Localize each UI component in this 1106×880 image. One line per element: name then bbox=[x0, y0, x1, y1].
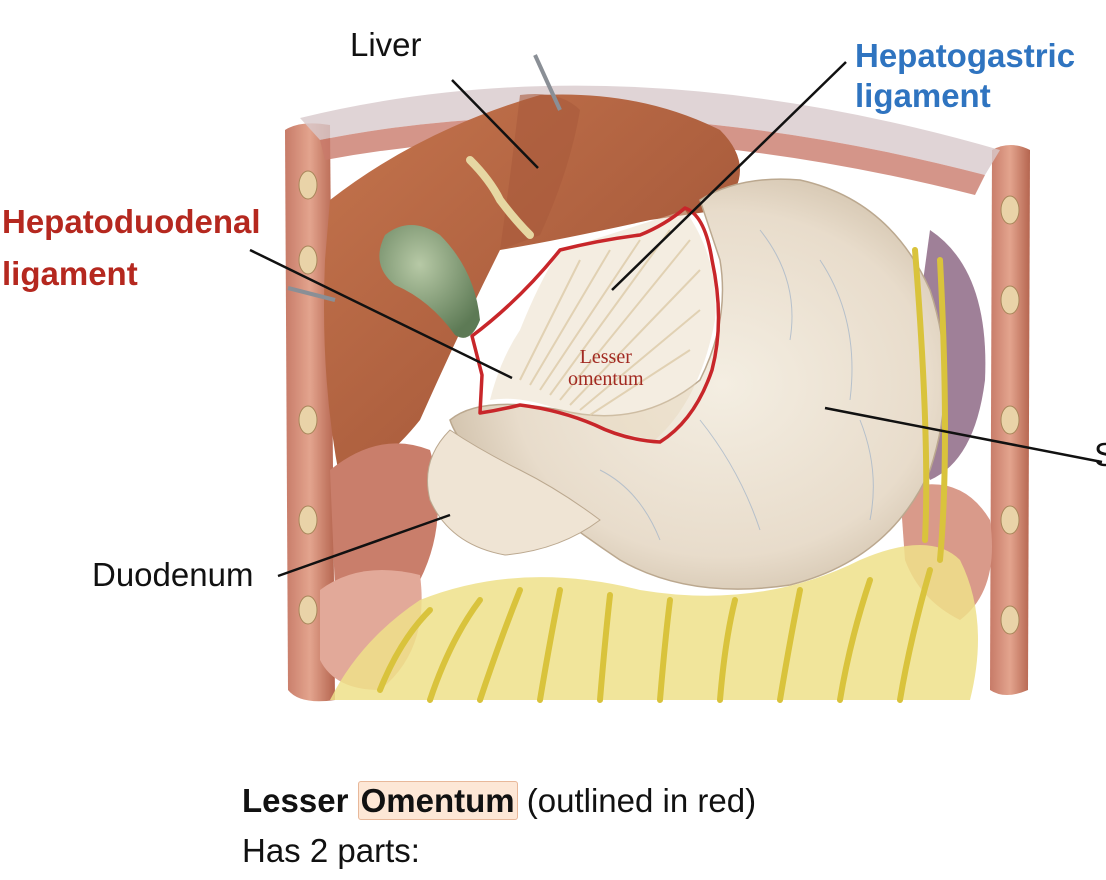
retractor-top bbox=[533, 54, 562, 111]
lesser-omentum-inner-label: Lesser omentum bbox=[568, 346, 644, 390]
omentum-fan bbox=[519, 229, 701, 416]
stomach bbox=[449, 178, 946, 590]
duodenum-label: Duodenum bbox=[92, 556, 254, 593]
retractor-left bbox=[287, 286, 336, 302]
liver-label: Liver bbox=[350, 26, 422, 63]
hepatoduodenal-label-line1: Hepatoduodenal bbox=[2, 203, 261, 240]
caption-line-2: Has 2 parts: bbox=[242, 832, 420, 869]
stomach-vessels bbox=[599, 229, 874, 541]
hepatogastric-label: Hepatogastric ligament bbox=[855, 36, 1075, 116]
lesser-omentum-outline bbox=[470, 206, 721, 444]
duodenum-organ bbox=[427, 429, 601, 556]
caption-line-1: Lesser Omentum (outlined in red) bbox=[242, 781, 757, 820]
hepatogastric-label-line1: Hepatogastric bbox=[855, 37, 1076, 74]
omentum-fill bbox=[490, 210, 716, 440]
caption-bold-omentum: Omentum bbox=[357, 781, 518, 820]
hepatoduodenal-label: Hepatoduodenal ligament bbox=[2, 196, 261, 300]
leader-lines bbox=[249, 61, 1103, 578]
liver bbox=[324, 94, 740, 480]
caption-bold-lesser: Lesser bbox=[242, 782, 349, 819]
hepatoduodenal-label-line2: ligament bbox=[2, 255, 138, 292]
round-ligament bbox=[466, 156, 534, 239]
gallbladder bbox=[379, 225, 480, 338]
stomach-label-partial: S bbox=[1094, 436, 1106, 473]
liver-lobe bbox=[500, 94, 580, 250]
hepatogastric-label-line2: ligament bbox=[855, 77, 991, 114]
lesser-omentum-inner-line2: omentum bbox=[568, 368, 644, 390]
caption-rest: (outlined in red) bbox=[526, 782, 757, 819]
lower-left-organ bbox=[330, 443, 438, 598]
greater-omentum bbox=[330, 247, 978, 703]
lesser-omentum-inner-line1: Lesser bbox=[579, 346, 632, 368]
